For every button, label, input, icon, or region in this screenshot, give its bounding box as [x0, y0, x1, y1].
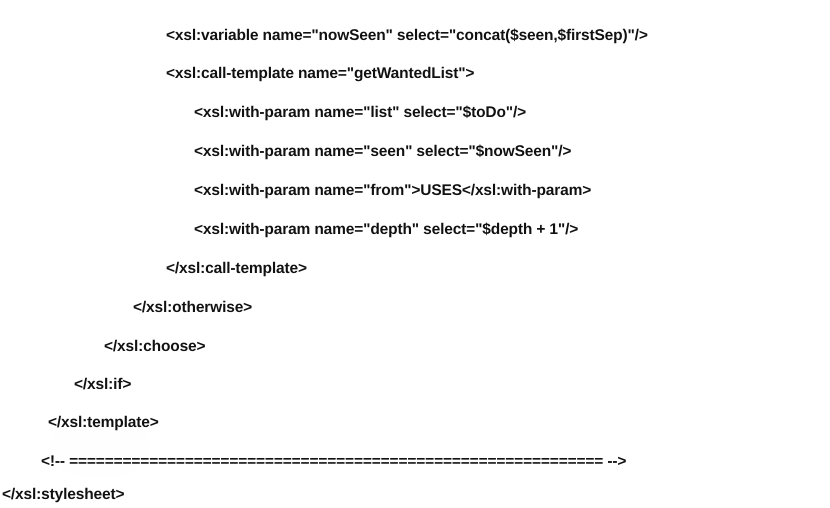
line-with-param-from: <xsl:with-param name="from">USES</xsl:wi… [194, 182, 592, 199]
line-with-param-list: <xsl:with-param name="list" select="$toD… [194, 104, 527, 121]
line-if-close: </xsl:if> [74, 376, 132, 393]
line-with-param-depth: <xsl:with-param name="depth" select="$de… [194, 221, 579, 238]
line-stylesheet-close: </xsl:stylesheet> [2, 486, 125, 503]
line-separator-comment: <!-- ===================================… [41, 453, 627, 470]
line-with-param-seen: <xsl:with-param name="seen" select="$now… [194, 143, 572, 160]
line-variable-nowseen: <xsl:variable name="nowSeen" select="con… [166, 27, 648, 44]
line-template-close: </xsl:template> [48, 414, 159, 431]
line-otherwise-close: </xsl:otherwise> [133, 299, 253, 316]
line-call-template-close: </xsl:call-template> [166, 260, 307, 277]
line-call-template-open: <xsl:call-template name="getWantedList"> [166, 65, 475, 82]
line-choose-close: </xsl:choose> [104, 338, 206, 355]
